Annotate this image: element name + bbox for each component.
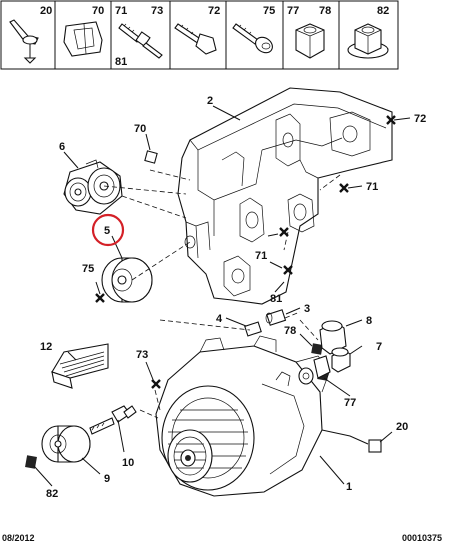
callout-71-mid[interactable]: 71: [255, 250, 267, 262]
highlight-ring: [91, 213, 125, 247]
belt-tensioner: [63, 159, 123, 215]
alternator: [155, 335, 331, 497]
idler-pulley: [101, 257, 153, 303]
legend-label-75: 75: [263, 5, 275, 17]
callout-78[interactable]: 78: [284, 325, 296, 337]
footer-date: 08/2012: [2, 533, 35, 543]
legend-label-82: 82: [377, 5, 389, 17]
legend-label-81: 81: [115, 56, 127, 68]
callout-2[interactable]: 2: [207, 95, 213, 107]
callout-73[interactable]: 73: [136, 349, 148, 361]
callout-82[interactable]: 82: [46, 488, 58, 500]
callout-77[interactable]: 77: [344, 397, 356, 409]
callout-81[interactable]: 81: [270, 293, 282, 305]
callout-12[interactable]: 12: [40, 341, 52, 353]
callout-9[interactable]: 9: [104, 473, 110, 485]
callout-3[interactable]: 3: [304, 303, 310, 315]
callout-10[interactable]: 10: [122, 457, 134, 469]
legend-label-70: 70: [92, 5, 104, 17]
leader-lines: [33, 105, 411, 487]
connector-20: [368, 439, 382, 453]
callout-71-top[interactable]: 71: [366, 181, 378, 193]
legend-label-77: 77: [287, 5, 299, 17]
legend-label-73: 73: [151, 5, 163, 17]
legend-label-78: 78: [319, 5, 331, 17]
rubber-sleeve-icon: [63, 21, 103, 57]
callout-labels: 2 72 71 6 70 5 75 71 81 3 4 78 8 7 77 20…: [40, 95, 426, 500]
stud-bolt-icon: [118, 23, 163, 59]
mounting-bracket: [177, 87, 393, 305]
bushings: [244, 309, 287, 337]
torque-markers: [95, 115, 396, 389]
flange-nut-icon: [347, 23, 389, 59]
callout-75[interactable]: 75: [82, 263, 94, 275]
socket-screw-icon: [232, 23, 273, 54]
callout-4[interactable]: 4: [216, 313, 223, 325]
callout-20[interactable]: 20: [396, 421, 408, 433]
parts-legend-table: 20 70 71 73 81 72: [0, 0, 399, 70]
dashed-guide-lines: [103, 169, 341, 419]
callout-1[interactable]: 1: [346, 481, 352, 493]
callout-70[interactable]: 70: [134, 123, 146, 135]
legend-label-71: 71: [115, 5, 127, 17]
callout-7[interactable]: 7: [376, 341, 382, 353]
hex-bolt-icon: [174, 23, 217, 55]
legend-label-20: 20: [40, 5, 52, 17]
callout-5[interactable]: 5: [104, 225, 110, 237]
cable-clip-icon: [9, 19, 39, 64]
drive-belt: [51, 343, 109, 389]
legend-label-72: 72: [208, 5, 220, 17]
hex-nut-icon: [295, 23, 325, 59]
sleeve-70: [144, 150, 158, 164]
footer-code: 00010375: [402, 533, 442, 543]
callout-6[interactable]: 6: [59, 141, 65, 153]
pulley-assembly: [25, 405, 137, 469]
callout-8[interactable]: 8: [366, 315, 372, 327]
callout-72[interactable]: 72: [414, 113, 426, 125]
